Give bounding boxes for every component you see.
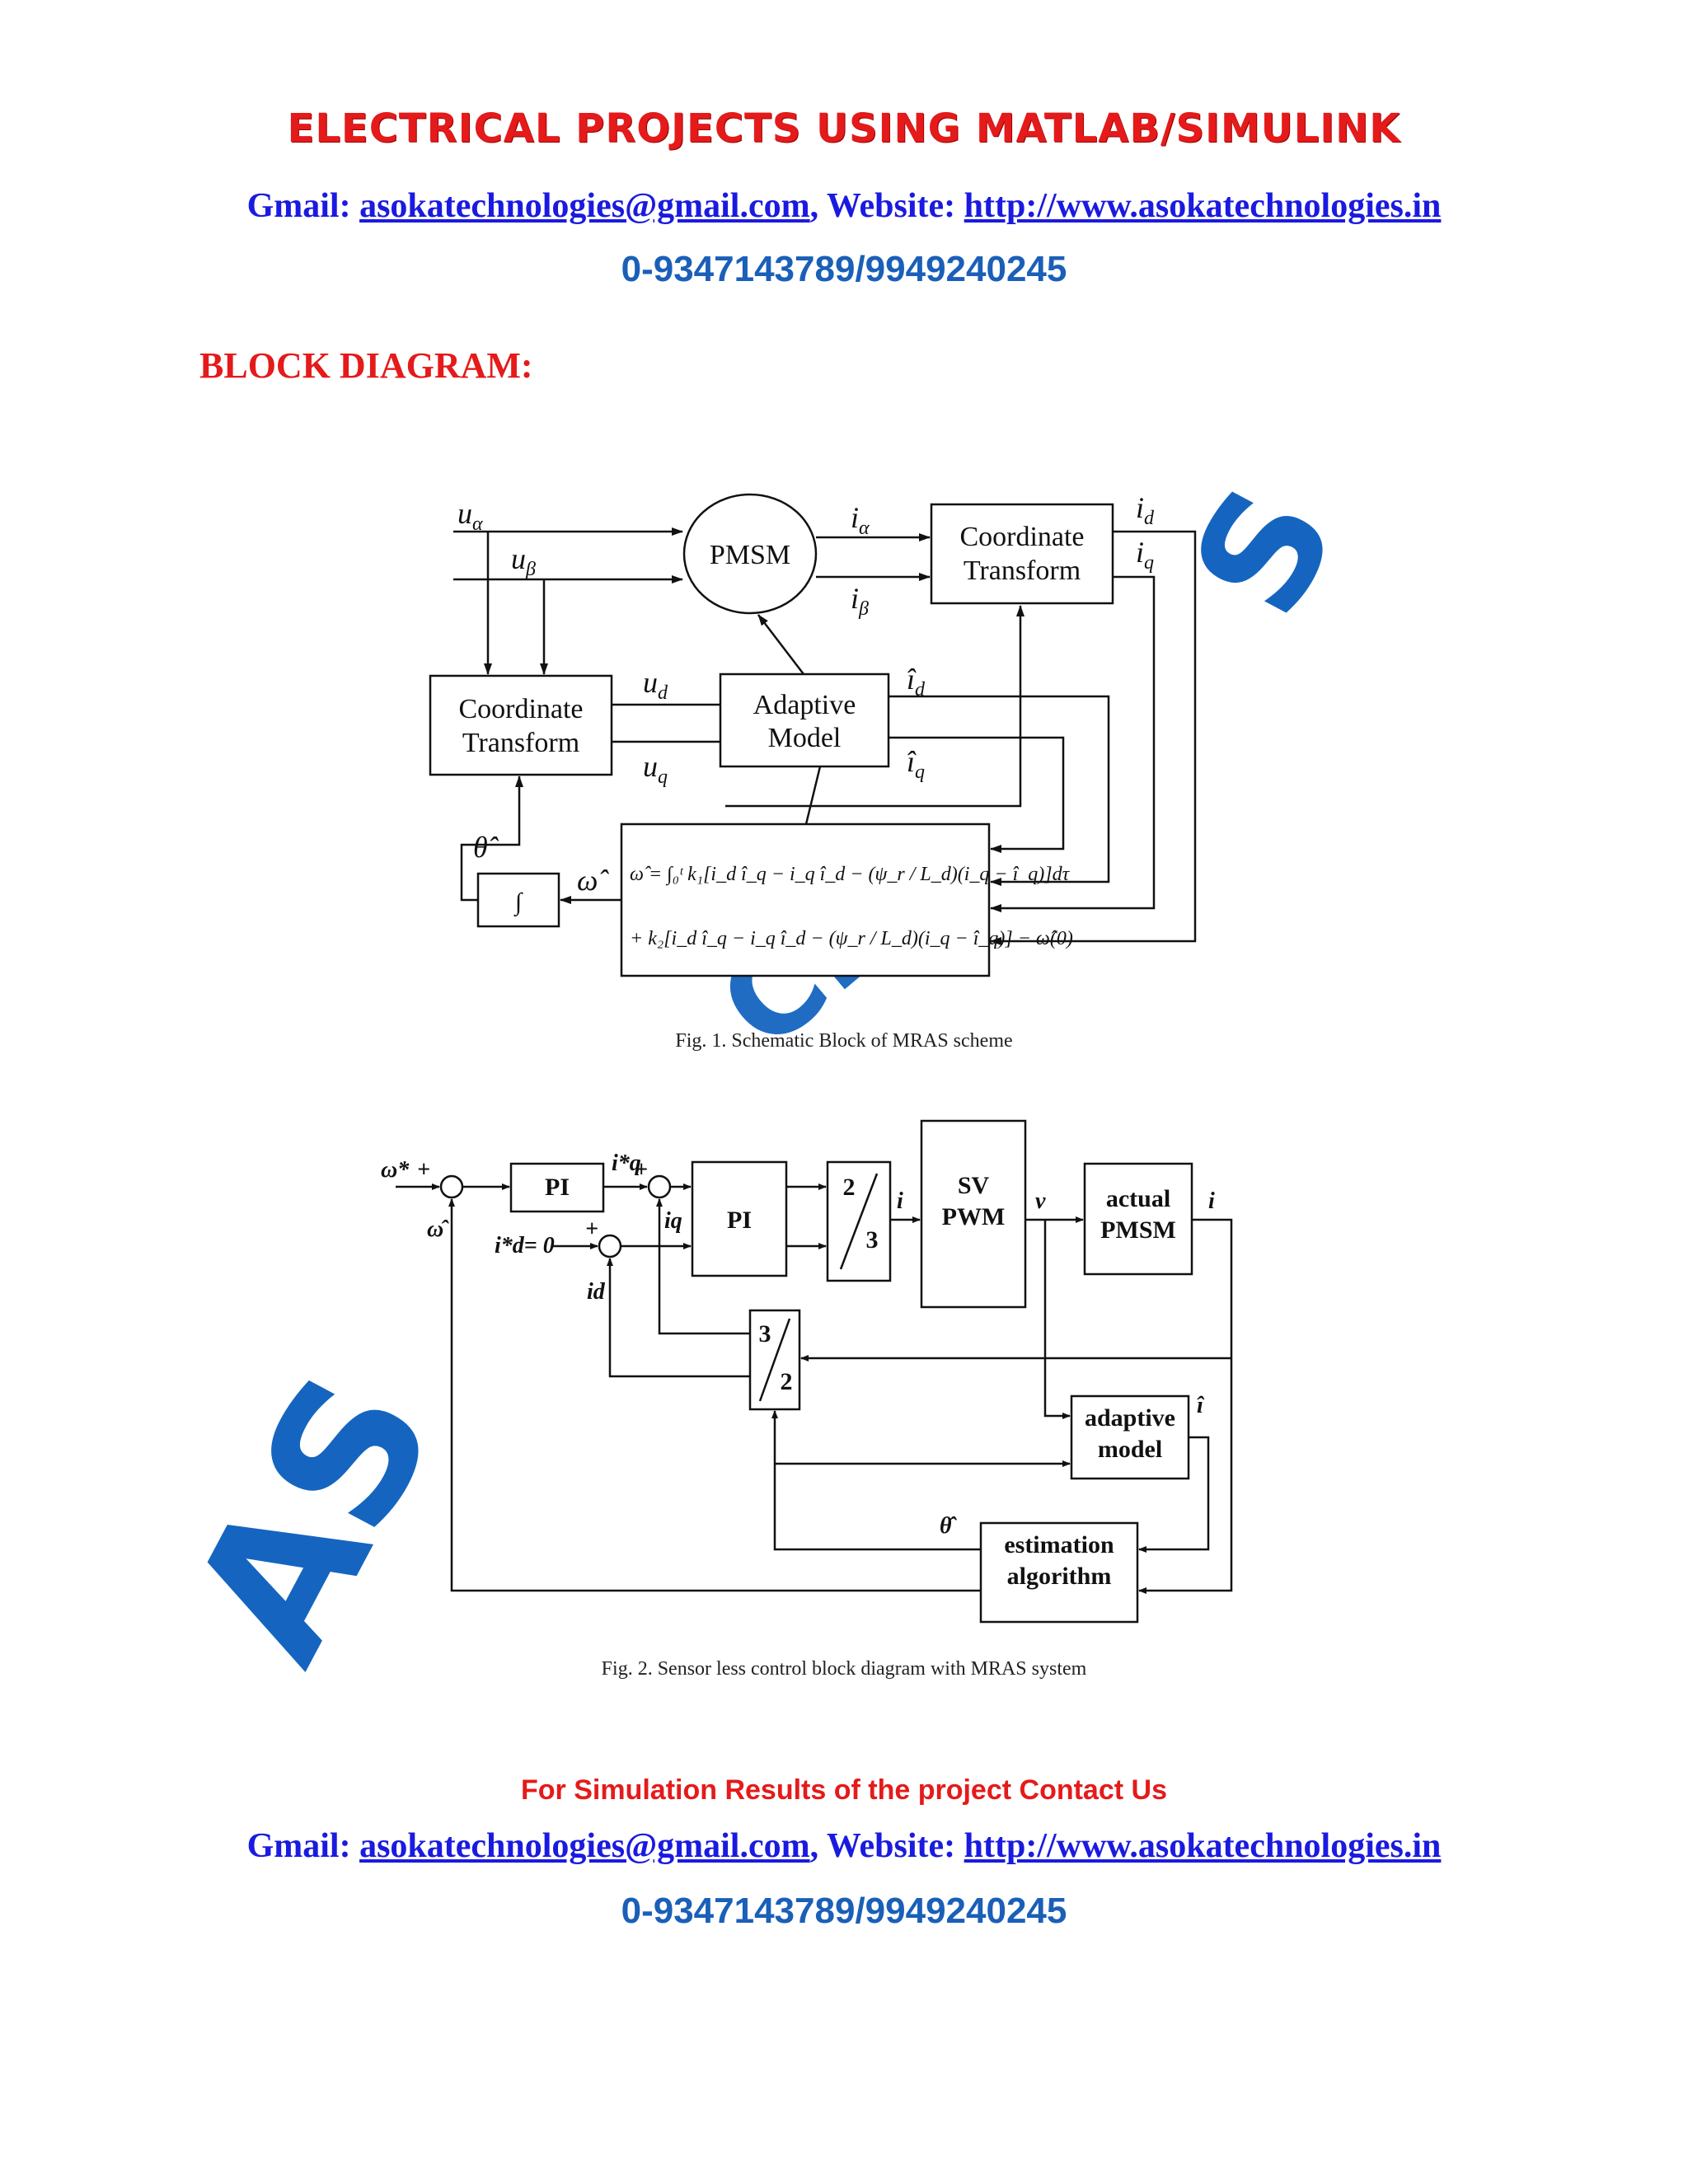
label-omega-star: ω* [381,1157,410,1183]
adaptive-label-fig2-2: model [1098,1436,1162,1463]
adaptive-model-block-2 [1070,1394,1190,1480]
section-heading: BLOCK DIAGRAM: [199,345,533,386]
integrator-symbol: ∫ [513,888,523,917]
pmsm-label-2: PMSM [1100,1216,1176,1244]
label-plus-3: + [585,1216,598,1242]
figure1-caption: Fig. 1. Schematic Block of MRAS scheme [675,1030,1013,1052]
footer-website-link[interactable]: http://www.asokatechnologies.in [964,1827,1442,1865]
adaptive-model-block [719,673,890,768]
pmsm-label: PMSM [710,540,790,570]
website-link[interactable]: http://www.asokatechnologies.in [964,187,1442,225]
adaptive-label-2: Model [768,723,842,753]
equation-block [620,823,991,977]
pmsm-label-1: actual [1106,1185,1170,1212]
pi-speed-label: PI [545,1174,570,1201]
estimation-algorithm-block [979,1521,1139,1624]
footer-contact-separator: , [809,1827,819,1865]
actual-pmsm-block [1083,1162,1193,1276]
coord-left-label-2: Transform [462,728,579,758]
three-halves-bottom: 2 [781,1368,793,1395]
label-i-pmsm: i [1208,1188,1215,1214]
banner-title: ELECTRICAL PROJECTS USING MATLAB/SIMULIN… [287,105,1401,152]
equation-line-2: + k₂[i_d î_q − i_q î_d − (ψ_r / L_d)(i_q… [630,928,1073,949]
figure2-caption: Fig. 2. Sensor less control block diagra… [601,1658,1087,1680]
label-iq-star: i*q [612,1151,641,1176]
label-i-out: i [897,1188,903,1214]
sum-junction-speed [439,1174,464,1199]
adaptive-label-fig2-1: adaptive [1085,1404,1175,1432]
sum-junction-id [598,1234,622,1258]
label-theta-hat-fig2: θ̂ [940,1513,958,1539]
sv-label-2: PWM [942,1203,1006,1230]
sum-junction-iq [647,1174,672,1199]
gmail-link[interactable]: asokatechnologies@gmail.com [359,187,810,225]
coord-transform-top-block [930,503,1114,605]
footer-website-label: Website: [826,1827,956,1865]
coord-top-label-1: Coordinate [959,522,1084,552]
simulation-cta: For Simulation Results of the project Co… [521,1774,1167,1806]
website-label: Website: [826,187,956,225]
footer-contact-line: Gmail: asokatechnologies@gmail.com, Webs… [0,1826,1688,1866]
label-iq-fb: iq [664,1208,682,1234]
label-plus-1: + [417,1157,430,1183]
pmsm-block [682,493,818,615]
header-contact-line: Gmail: asokatechnologies@gmail.com, Webs… [0,186,1688,226]
footer-phone: 0-9347143789/9949240245 [621,1891,1067,1931]
gmail-label: Gmail: [246,187,351,225]
estimation-label-1: estimation [1004,1531,1114,1558]
coord-transform-left-block [429,674,613,776]
coord-left-label-1: Coordinate [458,694,583,724]
label-i-hat: î [1197,1393,1205,1418]
header-phone: 0-9347143789/9949240245 [621,249,1067,289]
pi-current-block [691,1160,788,1277]
label-id-fb: id [587,1279,606,1305]
label-id-star: i*d= 0 [495,1233,555,1258]
footer-gmail-label: Gmail: [246,1827,351,1865]
sv-label-1: SV [958,1172,990,1199]
label-v-out: v [1035,1188,1046,1214]
three-halves-top: 3 [759,1320,771,1347]
coord-top-label-2: Transform [964,555,1081,586]
sv-pwm-block [920,1119,1027,1309]
two-thirds-bottom: 3 [866,1226,879,1254]
equation-line-1: ω̂ = ∫₀ᵗ k₁[i_d î_q − i_q î_d − (ψ_r / L… [630,864,1071,886]
pi-current-label: PI [727,1207,752,1234]
adaptive-label-1: Adaptive [753,690,856,720]
label-omega-hat-fb: ω̂ [427,1216,449,1242]
estimation-label-2: algorithm [1007,1563,1112,1590]
footer-gmail-link[interactable]: asokatechnologies@gmail.com [359,1827,810,1865]
label-plus-2: + [635,1157,648,1183]
contact-separator: , [809,187,819,225]
two-thirds-top: 2 [843,1174,856,1201]
